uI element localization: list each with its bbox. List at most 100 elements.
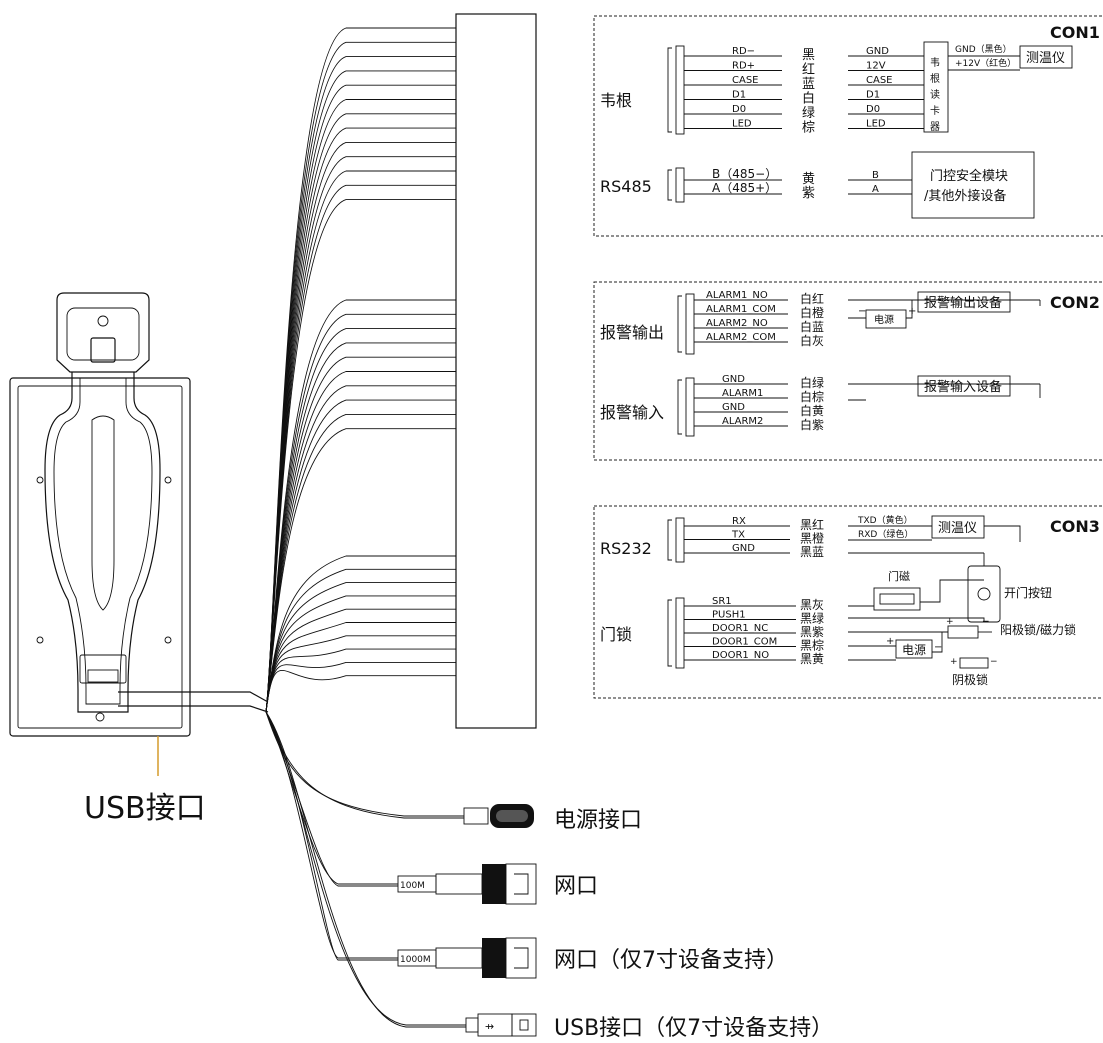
wire-color-label: 白灰 bbox=[800, 333, 824, 348]
thermo-gnd-label: GND（黑色） bbox=[955, 43, 1012, 55]
connector-ethernet-1000m: 1000M 网口（仅7寸设备支持） bbox=[397, 937, 788, 979]
thermo-txd-label: TXD（黄色） bbox=[857, 514, 913, 526]
reader-pin-label: D1 bbox=[866, 90, 880, 101]
signal-label: ALARM1_COM bbox=[706, 304, 776, 315]
harness-wire bbox=[265, 70, 456, 713]
lock-power-label: 电源 bbox=[902, 643, 926, 657]
usb-port-label: USB接口 bbox=[84, 791, 206, 826]
signal-label: DOOR1_NO bbox=[712, 650, 769, 661]
door-sensor-icon bbox=[873, 587, 921, 611]
signal-label: DOOR1_NC bbox=[712, 623, 768, 634]
harness-wire bbox=[265, 568, 456, 713]
rs485-pin-label: A bbox=[872, 184, 879, 195]
wire-color-label: 黄 bbox=[802, 172, 815, 187]
wire-color-label: 紫 bbox=[802, 186, 815, 201]
harness-wire bbox=[265, 711, 466, 1028]
harness-wire bbox=[265, 84, 456, 713]
alarm-out-group-label: 报警输出 bbox=[600, 323, 664, 342]
alarm-output-device-label: 报警输出设备 bbox=[924, 295, 1002, 311]
anode-lock-icon bbox=[947, 625, 979, 639]
cathode-plus: + bbox=[950, 657, 958, 667]
wire-color-label: 黑蓝 bbox=[800, 545, 824, 559]
alarm-out-power-label: 电源 bbox=[874, 313, 894, 326]
signal-label: RD+ bbox=[732, 61, 755, 72]
cathode-minus: − bbox=[990, 657, 998, 667]
rs485-pin-label: B bbox=[872, 170, 879, 181]
harness-wire bbox=[265, 669, 456, 713]
wire-color-label: 黑灰 bbox=[800, 598, 824, 612]
harness-wire bbox=[265, 711, 466, 1026]
reader-pin-label: D0 bbox=[866, 104, 880, 115]
harness-wire bbox=[265, 648, 456, 713]
harness-wire bbox=[265, 127, 456, 713]
anode-minus: − bbox=[982, 617, 990, 627]
rs232-thermometer-box bbox=[931, 515, 985, 539]
wire-color-label: 白棕 bbox=[800, 389, 824, 404]
harness-wire bbox=[265, 371, 456, 713]
signal-label: D1 bbox=[732, 90, 746, 101]
device-back-view bbox=[9, 292, 269, 776]
wire-color-label: 白橙 bbox=[800, 305, 824, 320]
reader-char: 卡 bbox=[930, 104, 940, 117]
wire-color-label: 棕 bbox=[802, 121, 815, 136]
security-module-line2: /其他外接设备 bbox=[924, 188, 1006, 204]
wiegand-group-label: 韦根 bbox=[600, 91, 632, 110]
signal-label: CASE bbox=[732, 75, 759, 86]
exit-button-label: 开门按钮 bbox=[1004, 585, 1052, 600]
wire-color-label: 黑棕 bbox=[800, 638, 824, 653]
security-module-line1: 门控安全模块 bbox=[930, 168, 1008, 184]
reader-char: 器 bbox=[930, 121, 940, 133]
signal-label: DOOR1_COM bbox=[712, 637, 777, 648]
signal-label: B（485−） bbox=[712, 167, 777, 181]
terminal-strip bbox=[455, 13, 537, 729]
signal-label: ALARM1_NO bbox=[706, 290, 768, 301]
wire-color-label: 红 bbox=[802, 62, 815, 78]
thermo-12v-label: +12V（红色） bbox=[955, 57, 1016, 69]
reader-char: 韦 bbox=[930, 57, 940, 69]
reader-char: 读 bbox=[930, 88, 940, 101]
signal-label: LED bbox=[732, 119, 752, 130]
anode-plus: + bbox=[946, 617, 954, 627]
signal-label: GND bbox=[732, 543, 755, 554]
cathode-lock-icon bbox=[959, 657, 989, 669]
harness-wire bbox=[265, 595, 456, 713]
power-minus: − bbox=[858, 306, 866, 317]
rs232-thermometer-label: 测温仪 bbox=[938, 521, 977, 536]
harness-wire bbox=[265, 711, 464, 817]
wire-color-label: 黑黄 bbox=[800, 652, 824, 666]
wire-color-label: 黑橙 bbox=[800, 531, 824, 546]
wiegand-reader-box bbox=[923, 41, 949, 133]
wire-color-label: 白紫 bbox=[800, 417, 824, 432]
wire-color-label: 白 bbox=[802, 91, 815, 107]
reader-pin-label: 12V bbox=[866, 61, 886, 72]
reader-pin-label: GND bbox=[866, 46, 889, 57]
harness-wire bbox=[265, 313, 456, 713]
wire-color-label: 白蓝 bbox=[800, 319, 824, 334]
harness-wire bbox=[265, 199, 456, 713]
harness-wire bbox=[265, 555, 456, 713]
lock-power-box bbox=[895, 639, 933, 659]
signal-label: TX bbox=[731, 530, 745, 541]
harness-wire bbox=[265, 428, 456, 713]
wire-color-label: 白绿 bbox=[800, 375, 824, 390]
wire-color-label: 黑紫 bbox=[800, 625, 824, 639]
signal-label: GND bbox=[722, 374, 745, 385]
signal-label: RX bbox=[732, 516, 746, 527]
wire-color-label: 白红 bbox=[800, 291, 824, 306]
alarm-out-power-box bbox=[865, 309, 907, 329]
anode-lock-label: 阳极锁/磁力锁 bbox=[1000, 622, 1076, 637]
wire-color-label: 黑绿 bbox=[800, 611, 824, 626]
wire-color-label: 黑红 bbox=[800, 517, 824, 532]
alarm-in-group-label: 报警输入 bbox=[600, 403, 664, 422]
rs232-rows: RX 黑红 TX 黑橙 GND 黑蓝 bbox=[684, 516, 824, 559]
door-lock-group-label: 门锁 bbox=[600, 625, 632, 644]
signal-label: RD− bbox=[732, 46, 755, 57]
signal-label: SR1 bbox=[712, 596, 732, 607]
ethernet-1000m-tag: 1000M bbox=[400, 955, 431, 965]
harness-wire bbox=[265, 711, 398, 885]
